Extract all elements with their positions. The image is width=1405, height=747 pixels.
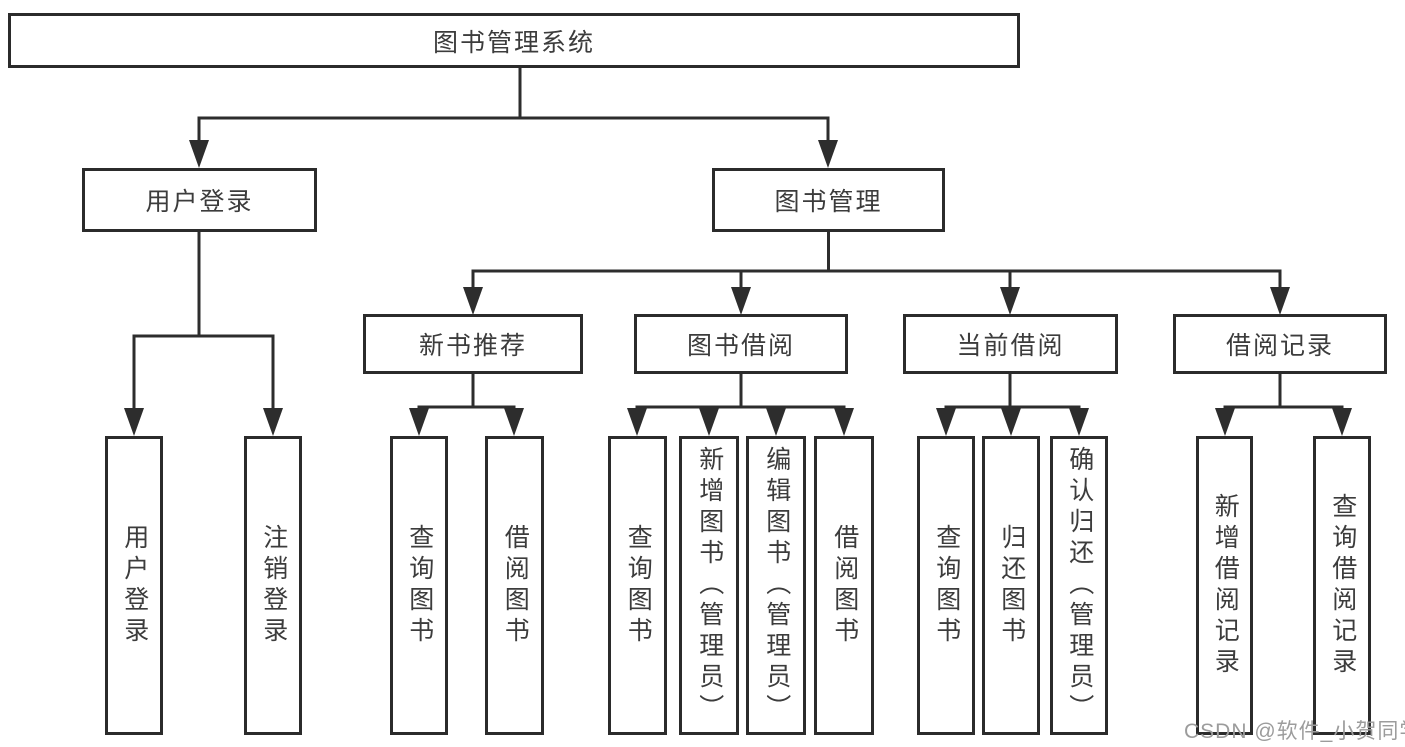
node-user-login-label: 用户登录 [145,188,254,216]
leaf-add-book-admin-label: 新增图书（管理员） [695,446,724,725]
leaf-confirm-return-admin-label: 确认归还（管理员） [1065,446,1094,725]
leaf-edit-book-admin: 编辑图书（管理员） [746,436,806,735]
node-new-book-recommend-label: 新书推荐 [418,332,527,360]
node-borrow-records: 借阅记录 [1173,314,1387,374]
leaf-borrow-books-borrow: 借阅图书 [814,436,874,735]
leaf-query-books-borrow: 查询图书 [608,436,667,735]
leaf-user-login: 用户登录 [105,436,163,735]
leaf-return-book: 归还图书 [982,436,1040,735]
node-current-borrow-label: 当前借阅 [956,332,1065,360]
leaf-user-login-label: 用户登录 [120,523,149,648]
node-root-label: 图书管理系统 [432,28,595,57]
node-new-book-recommend: 新书推荐 [363,314,583,374]
leaf-query-borrow-record-label: 查询借阅记录 [1328,492,1357,679]
node-book-management-label: 图书管理 [774,188,883,216]
leaf-logout-label: 注销登录 [259,523,288,648]
leaf-query-books-current: 查询图书 [917,436,975,735]
leaf-query-books-recommend-label: 查询图书 [405,523,434,648]
leaf-query-borrow-record: 查询借阅记录 [1313,436,1371,735]
leaf-query-books-borrow-label: 查询图书 [624,523,653,648]
leaf-add-borrow-record-label: 新增借阅记录 [1211,492,1240,679]
node-book-management: 图书管理 [712,168,945,232]
leaf-borrow-books-recommend: 借阅图书 [485,436,544,735]
node-borrow-records-label: 借阅记录 [1225,332,1334,360]
node-book-borrow: 图书借阅 [634,314,848,374]
watermark-text: CSDN @软件_小贺同学 [1184,720,1405,743]
node-user-login: 用户登录 [82,168,317,232]
leaf-logout: 注销登录 [244,436,302,735]
leaf-confirm-return-admin: 确认归还（管理员） [1050,436,1108,735]
arrowheads [124,140,1352,436]
leaf-add-borrow-record: 新增借阅记录 [1196,436,1253,735]
node-current-borrow: 当前借阅 [903,314,1118,374]
node-root: 图书管理系统 [8,13,1020,68]
leaf-return-book-label: 归还图书 [997,523,1026,648]
leaf-query-books-recommend: 查询图书 [390,436,448,735]
leaf-borrow-books-recommend-label: 借阅图书 [501,523,530,648]
leaf-add-book-admin: 新增图书（管理员） [679,436,739,735]
leaf-borrow-books-borrow-label: 借阅图书 [830,523,859,648]
node-book-borrow-label: 图书借阅 [686,332,795,360]
leaf-query-books-current-label: 查询图书 [932,523,961,648]
leaf-edit-book-admin-label: 编辑图书（管理员） [762,446,791,725]
